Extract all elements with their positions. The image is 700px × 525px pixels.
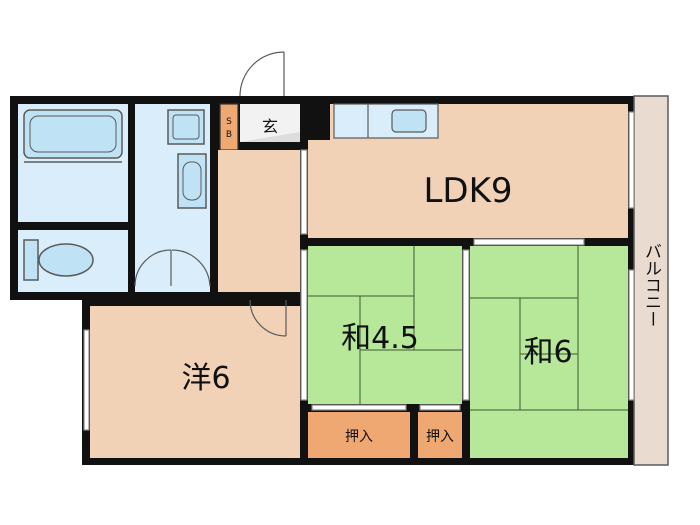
washitsu-6-label: 和6 (523, 335, 572, 370)
shoe-box-label-s: S (226, 117, 232, 127)
washitsu-45-label: 和4.5 (341, 321, 419, 356)
balcony-label: バルコニー (641, 243, 661, 328)
youshitsu-door (249, 299, 287, 337)
washroom-door (134, 249, 211, 287)
youshitsu-room (90, 306, 300, 458)
balcony (633, 95, 669, 466)
closet-a (308, 412, 410, 458)
kitchen-sink (391, 109, 427, 133)
shoe-box-label-b: B (226, 130, 232, 140)
shoe-box (219, 103, 239, 151)
washitsu-45-room (308, 246, 462, 404)
toilet-tank (23, 239, 39, 281)
washitsu-6-room (470, 246, 628, 458)
entrance-door (239, 51, 285, 97)
ldk-pillar (308, 100, 330, 140)
youshitsu-6-label: 洋6 (181, 361, 230, 396)
closet-a-label: 押入 (345, 429, 373, 445)
toilet-bowl (38, 243, 94, 277)
sliding-doors (83, 111, 635, 431)
ldk-label: LDK9 (423, 171, 512, 211)
closet-b (418, 412, 462, 458)
genkan-label: 玄 (262, 117, 278, 136)
hallway (218, 150, 300, 292)
washbasin-bowl (172, 114, 200, 140)
closet-b-label: 押入 (426, 429, 454, 445)
bathtub-inner (29, 115, 117, 153)
